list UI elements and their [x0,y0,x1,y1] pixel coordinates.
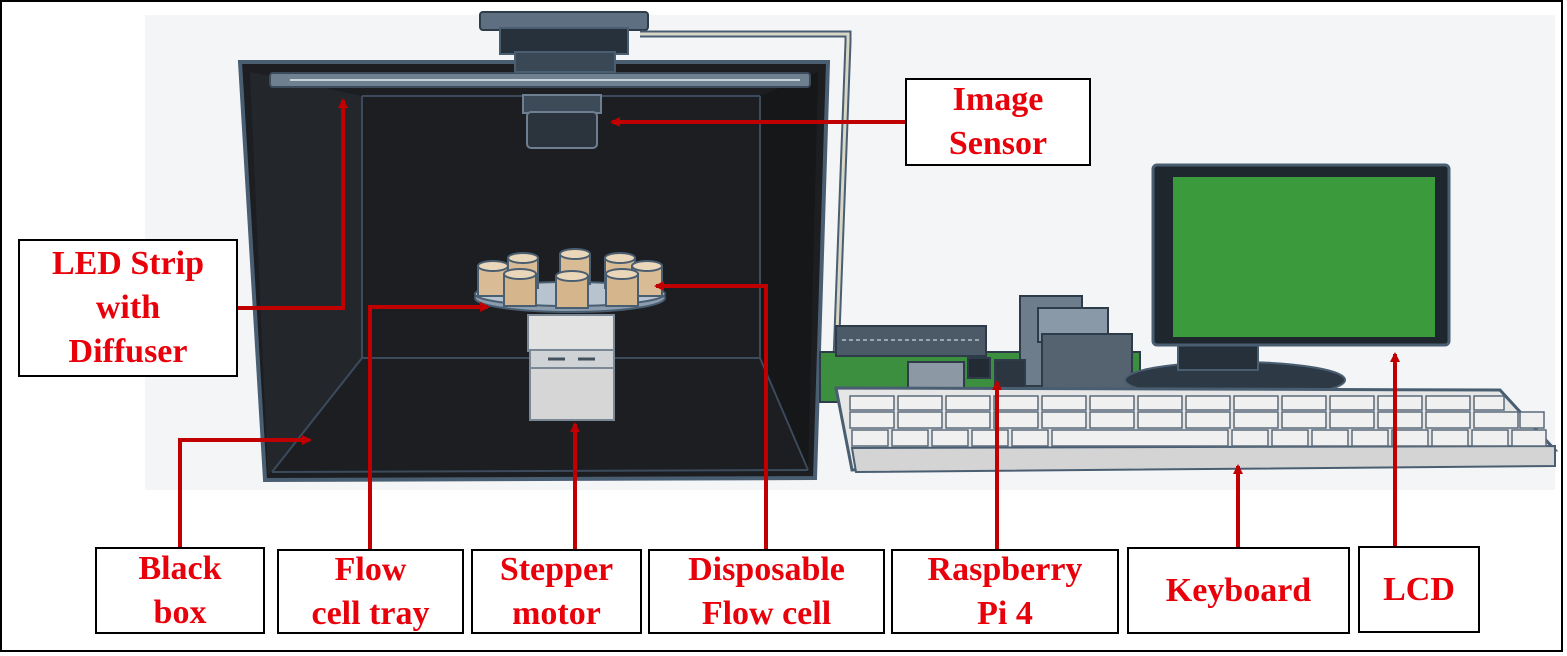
led-strip [269,72,811,88]
arrow-flow-cell [654,281,768,549]
stepper-motor [527,314,615,421]
arrow-led-strip [238,98,348,310]
label-flow-cell-tray: Flow cell tray [277,549,464,634]
label-disposable-flow-cell: Disposable Flow cell [648,549,885,634]
label-raspberry-pi: Raspberry Pi 4 [891,549,1119,634]
label-led-strip: LED Strip with Diffuser [18,239,238,377]
label-black-box: Black box [95,547,265,634]
label-stepper-motor: Stepper motor [471,549,642,634]
disposable-flow-cells [477,248,663,309]
label-keyboard: Keyboard [1127,547,1350,634]
lcd-monitor [1124,163,1451,399]
camera-cable [640,30,852,361]
image-sensor [479,11,649,149]
label-image-sensor: Image Sensor [905,78,1091,166]
arrow-flow-cell-tray [368,302,490,549]
keyboard [834,386,1559,474]
arrow-black-box [178,435,312,547]
callout-arrows [178,98,1400,549]
label-lcd: LCD [1358,546,1480,633]
